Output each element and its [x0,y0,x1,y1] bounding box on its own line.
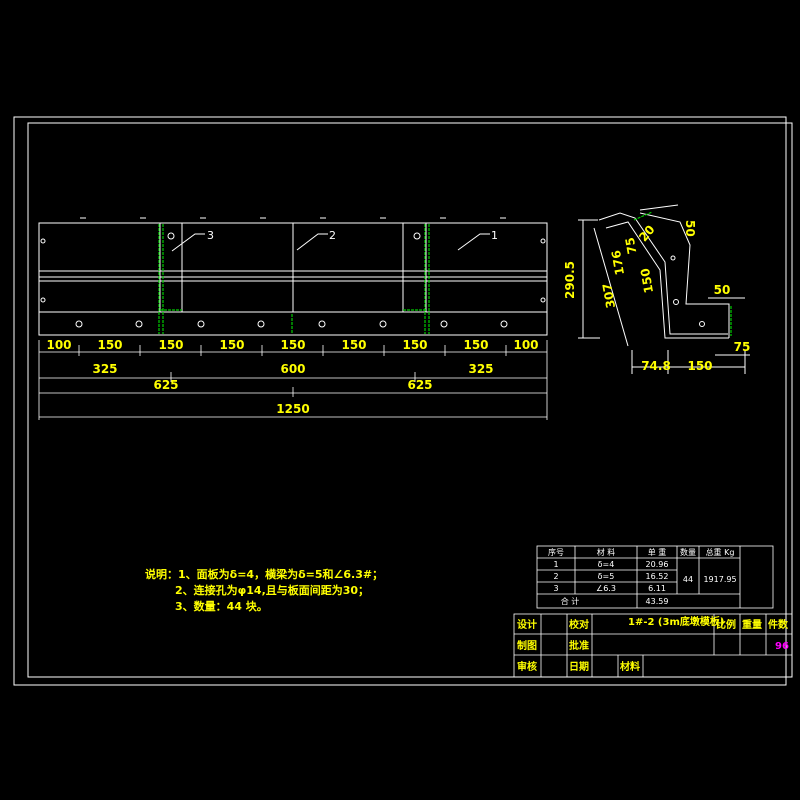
cell-unit-weight: 6.11 [648,584,666,593]
front-dim-lines [38,340,548,420]
materials-table [536,545,774,609]
note-line-1: 说明：1、面板为δ=4，横梁为δ=5和∠6.3#； [145,567,383,581]
tb-check: 校对 [569,618,589,631]
title-block-text: 设计 校对 1#-2 (3m底墩模板) 比例 重量 件数 制图 批准 96 审核… [517,615,789,673]
cell-material: ∠6.3 [596,584,616,593]
tb-date: 日期 [569,660,589,673]
side-green [633,211,732,336]
th-material: 材 料 [597,547,616,557]
dim-top: 50 [683,220,697,237]
tb-sheet-no: 96 [775,641,789,652]
dim-text: 150 [463,338,488,352]
dim-bottom-150: 150 [687,359,712,373]
cell-no: 3 [553,584,558,593]
note-line-3: 3、数量：44 块。 [175,599,268,613]
tb-approval: 批准 [569,639,589,652]
dim-text: 150 [402,338,427,352]
th-unit-weight: 单 重 [648,547,667,557]
tb-review: 审核 [517,660,537,673]
tb-scale: 比例 [716,618,736,631]
note-line-2: 2、连接孔为φ14,且与板面间距为30； [175,583,369,597]
dim-text: 325 [92,362,117,376]
callout-3: 3 [207,229,214,242]
dim-20: 20 [636,223,657,245]
title-block-lines [513,613,793,678]
tb-weight: 重量 [742,618,762,631]
sum-value: 43.59 [646,597,669,606]
dim-text: 325 [468,362,493,376]
inner-border [27,122,793,678]
cell-unit-weight: 20.96 [646,560,669,569]
tb-material: 材料 [620,660,640,673]
cell-total-weight: 1917.95 [703,575,736,584]
outer-border [13,116,787,686]
dim-text: 600 [280,362,305,376]
tb-drafting: 制图 [517,639,537,652]
cell-no: 1 [553,560,558,569]
front-view [38,217,548,336]
cell-quantity: 44 [683,575,693,584]
side-view [578,204,750,374]
dim-text: 100 [46,338,71,352]
sum-label: 合 计 [561,596,580,606]
cell-material: δ=5 [598,572,615,581]
th-total-weight: 总重 Kg [706,547,735,557]
dim-text: 150 [97,338,122,352]
th-quantity: 数量 [680,547,696,557]
dim-height: 290.5 [563,261,577,299]
tb-pieces: 件数 [768,618,789,631]
dim-text: 150 [341,338,366,352]
callout-leaders [171,233,490,252]
side-holes [670,255,705,327]
dim-text: 100 [513,338,538,352]
callout-1: 1 [491,229,498,242]
dim-307: 307 [600,282,618,309]
front-dims-row1: 100 150 150 150 150 150 150 150 100 [46,338,538,352]
materials-table-text: 序号 材 料 单 重 数量 总重 Kg 1 δ=4 20.96 2 δ=5 16… [548,547,737,606]
cell-material: δ=4 [598,560,615,569]
dim-75-v: 75 [623,236,640,255]
front-dims-row3: 625 625 [153,378,432,392]
cell-no: 2 [553,572,558,581]
dim-text: 150 [219,338,244,352]
tb-drawing-title: 1#-2 (3m底墩模板) [628,615,724,628]
notes: 说明：1、面板为δ=4，横梁为δ=5和∠6.3#； 2、连接孔为φ14,且与板面… [145,567,383,613]
dim-total: 1250 [276,402,309,416]
dim-right-50: 50 [714,283,731,297]
dim-150-v: 150 [638,267,656,294]
dim-176: 176 [609,249,627,276]
dim-74-8: 74.8 [641,359,671,373]
tb-design: 设计 [517,618,537,631]
th-no: 序号 [548,547,564,557]
dim-text: 150 [280,338,305,352]
front-dims-row2: 325 600 325 [92,362,493,376]
dim-right-75: 75 [734,340,751,354]
front-holes [40,232,546,328]
side-dims: 290.5 50 75 176 307 150 20 50 75 74.8 15… [563,220,750,373]
front-green-lines [158,224,430,334]
dim-text: 625 [407,378,432,392]
dim-text: 625 [153,378,178,392]
dim-text: 150 [158,338,183,352]
cell-unit-weight: 16.52 [646,572,669,581]
callout-2: 2 [329,229,336,242]
